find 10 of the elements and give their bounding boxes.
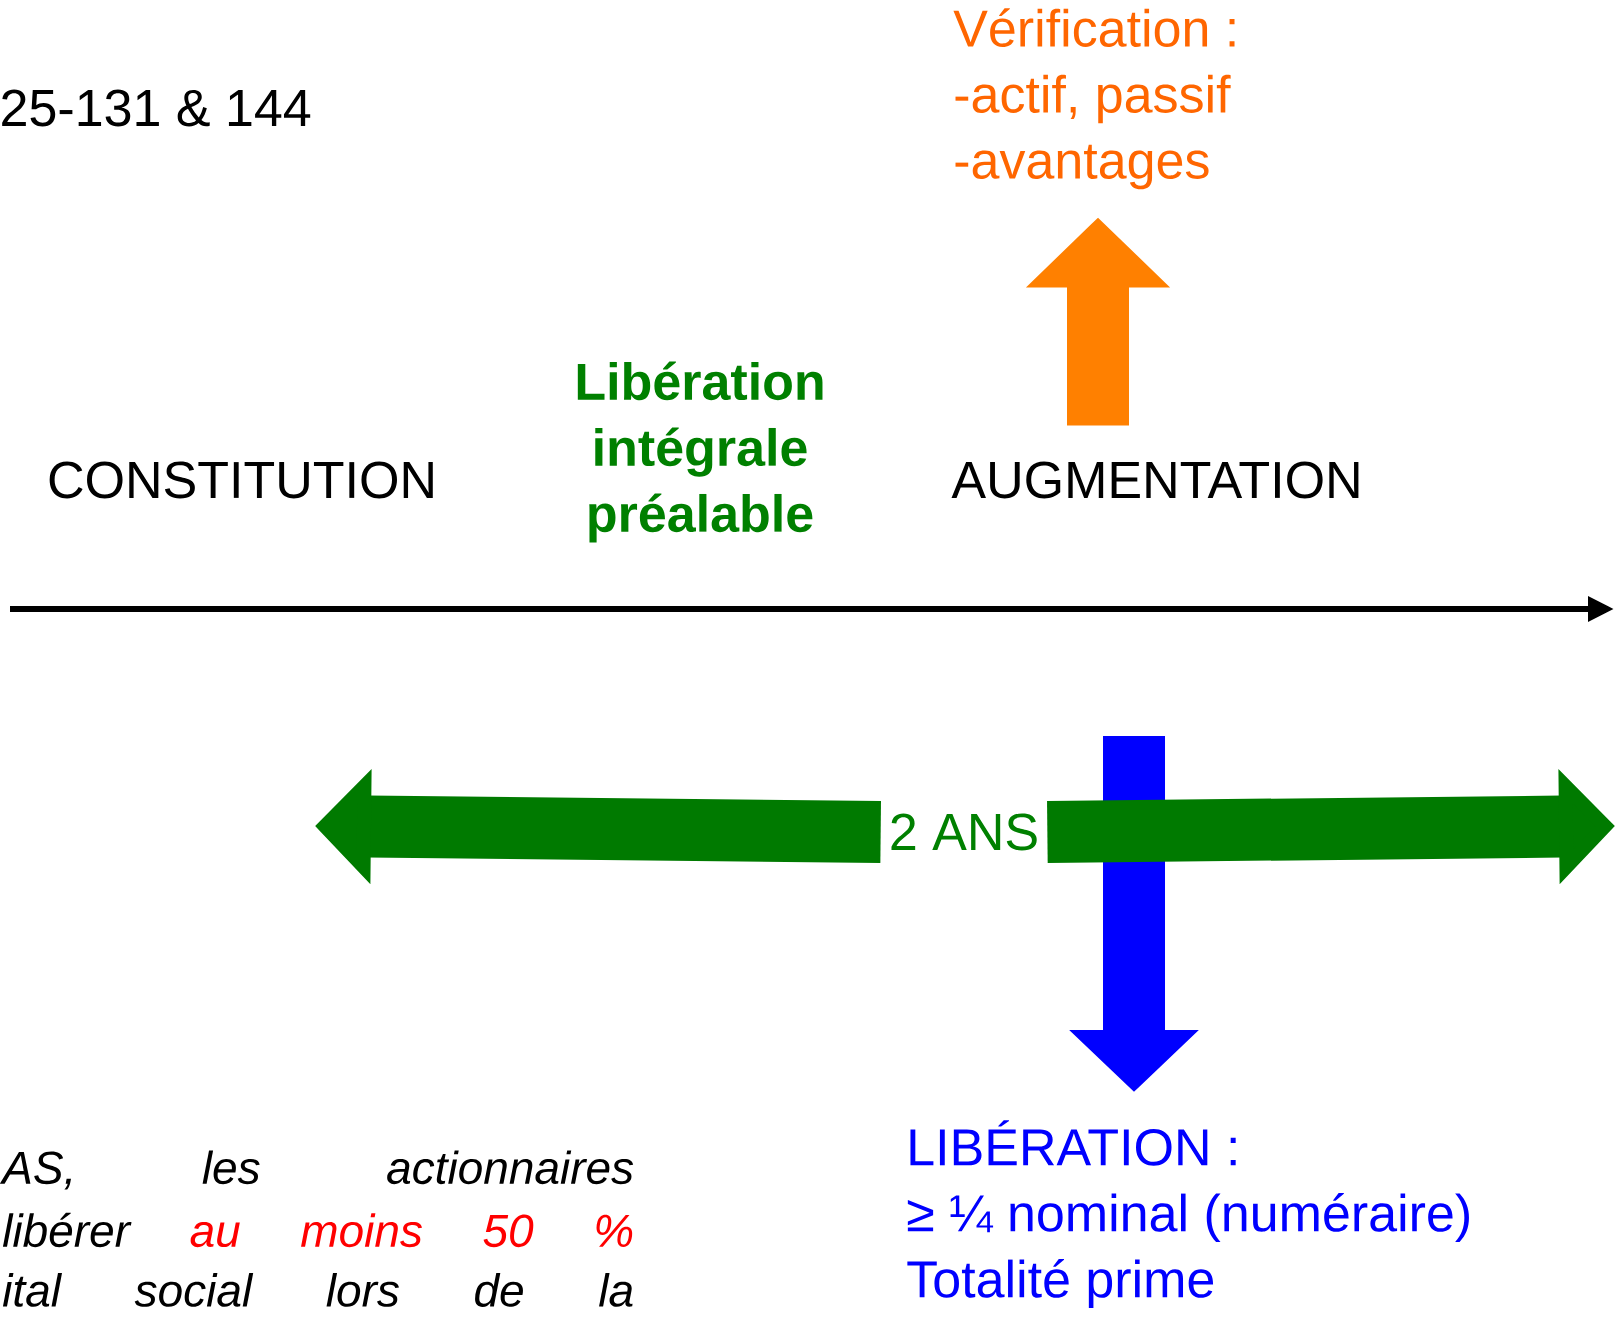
paragraph-line: libérer au moins 50 % [2, 1212, 633, 1248]
condition-label: Libération intégrale préalable [577, 361, 823, 543]
note-text: Vérification : -actif, passif -avantages [953, 8, 1235, 190]
phase-label: CONSTITUTION [49, 461, 433, 499]
paragraph-line: ital social lors de la [2, 1273, 633, 1307]
phase-label: AUGMENTATION [951, 461, 1359, 499]
article-reference: 25-131 & 144 [2, 89, 311, 127]
note-text: LIBÉRATION : ≥ ¼ nominal (numéraire) Totalité prime [907, 1120, 1469, 1309]
duration-label: 2 ANS [891, 813, 1037, 851]
paragraph-line: AS, les actionnaires [0, 1150, 634, 1190]
